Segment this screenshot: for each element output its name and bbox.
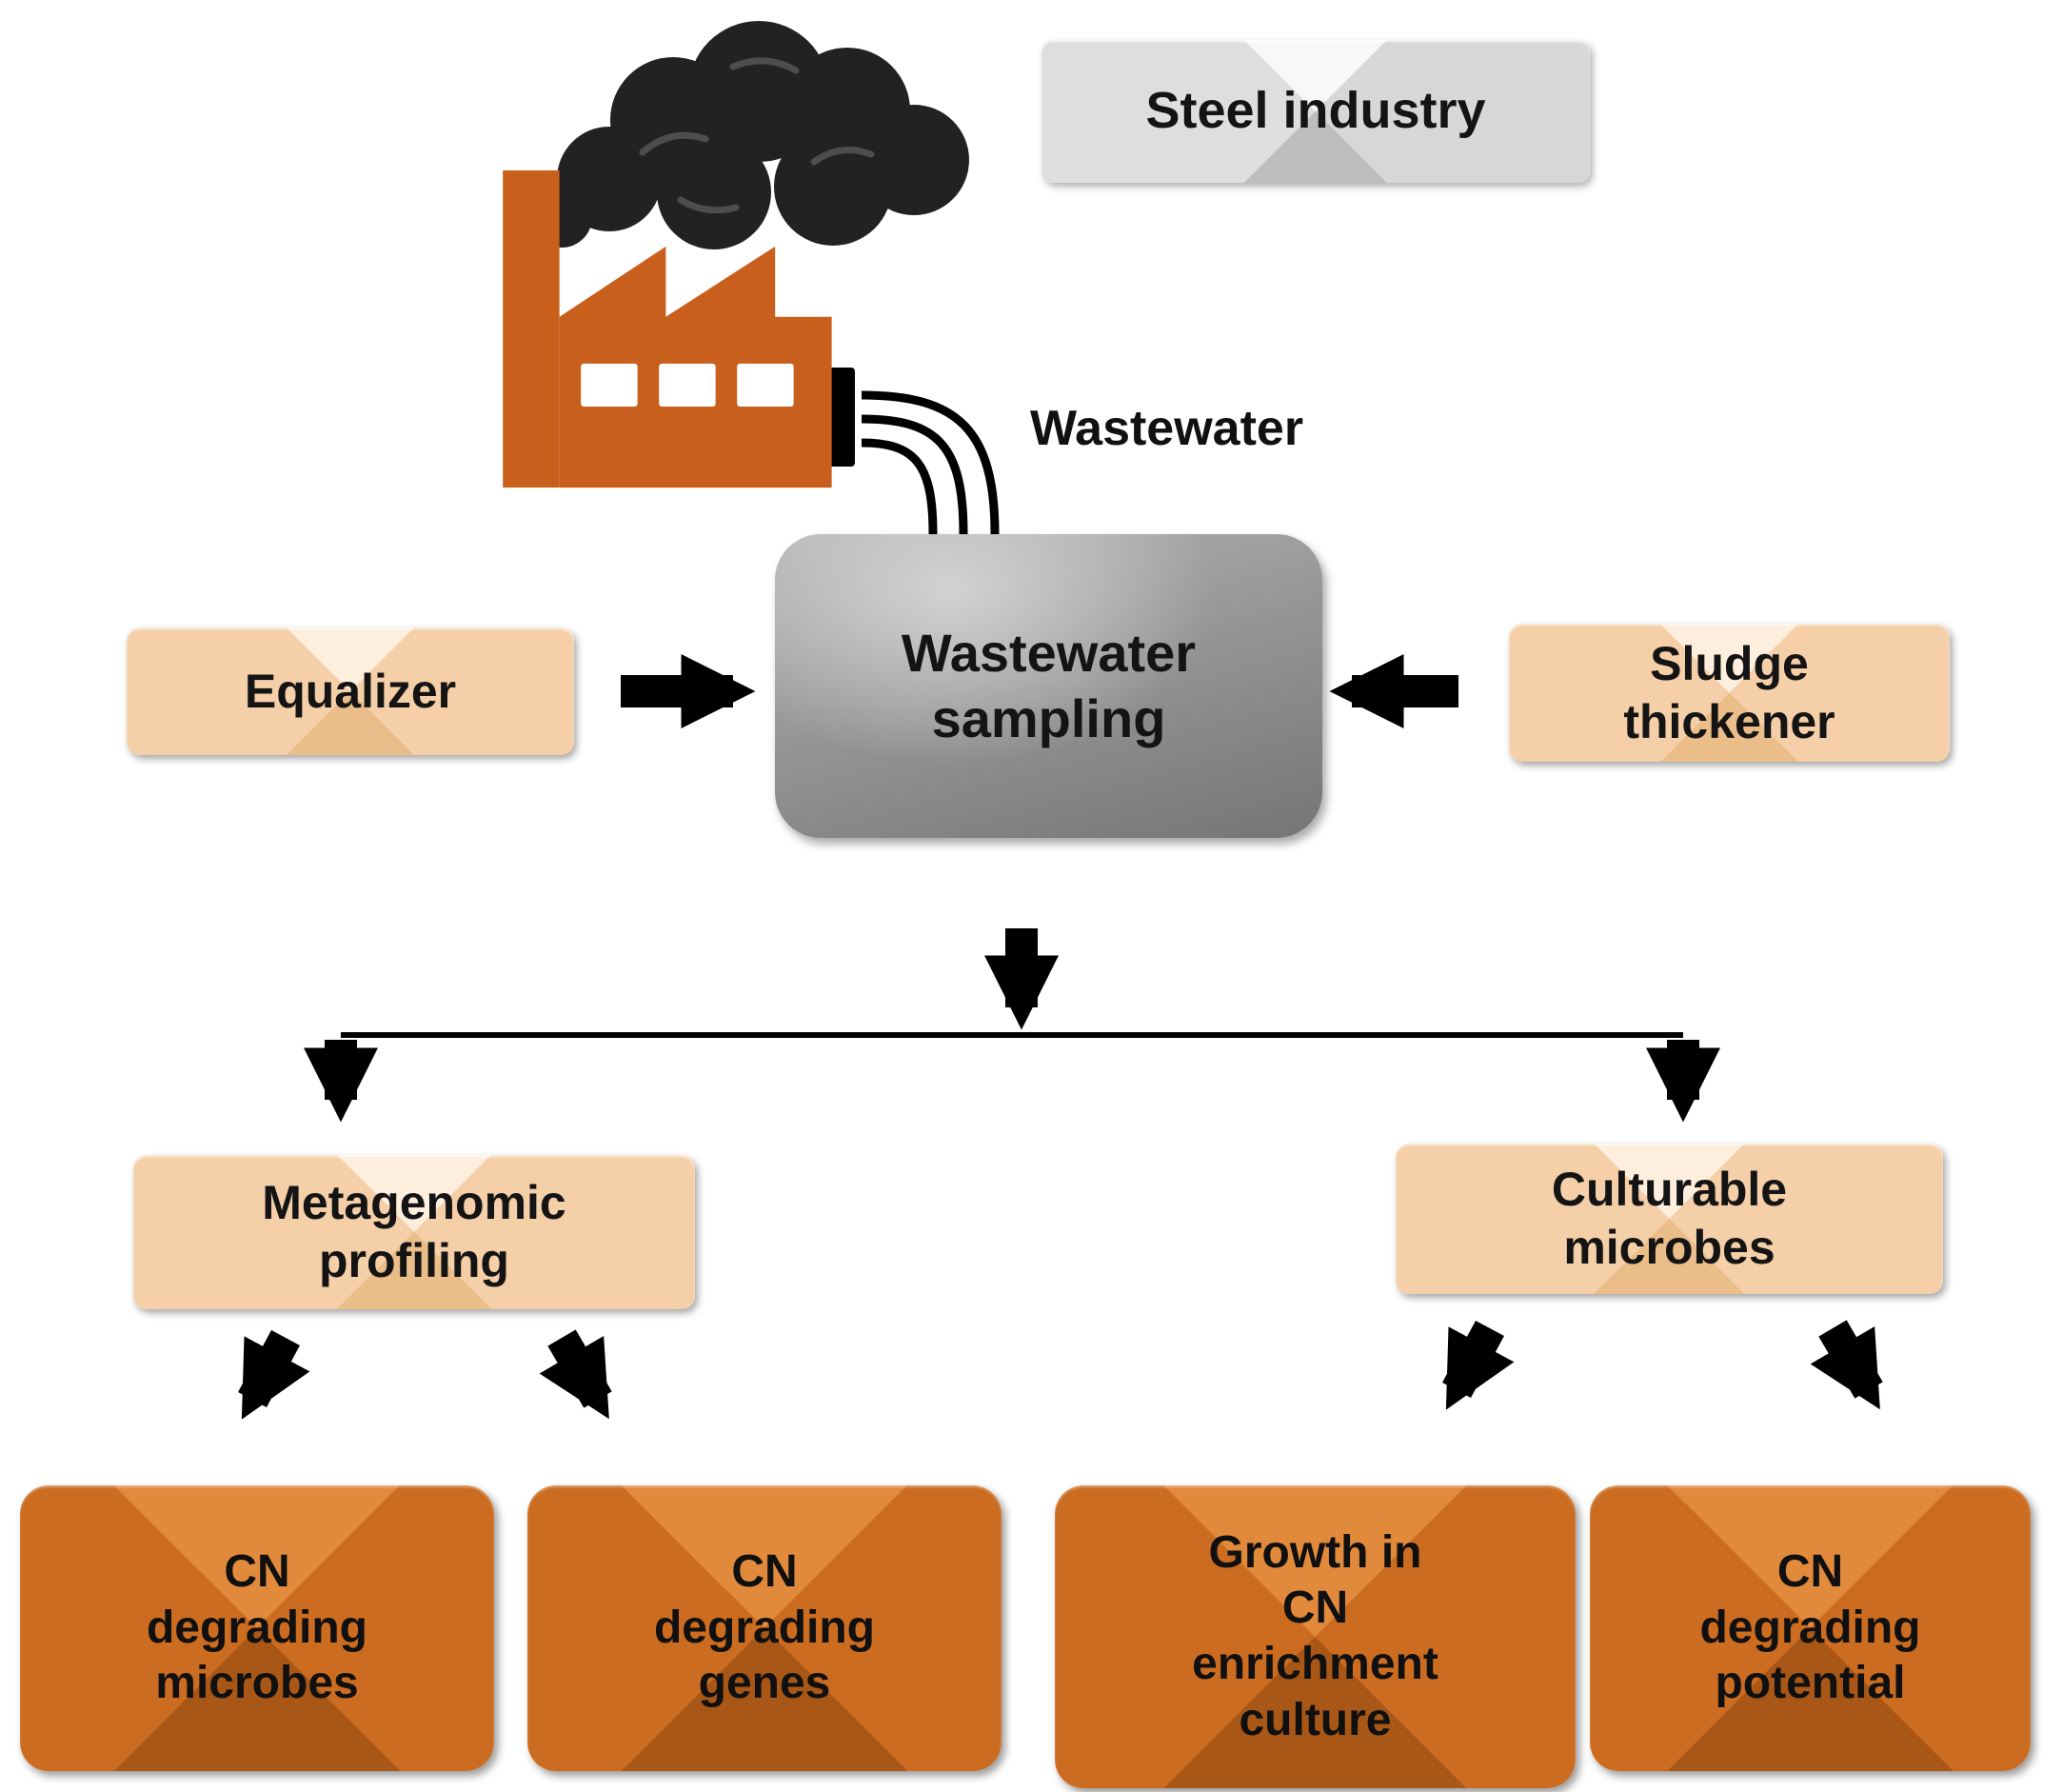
arrow-culturable-to-growth	[1442, 1320, 1515, 1410]
metagenomic-profiling-label: Metagenomic profiling	[262, 1176, 566, 1287]
smoke-cloud-icon	[519, 10, 976, 259]
cn-degrading-genes-box: CN degrading genes	[527, 1485, 1002, 1771]
arrow-metagenomic-to-microbes	[238, 1329, 310, 1420]
sludge-thickener-box: Sludge thickener	[1509, 624, 1950, 762]
growth-enrichment-culture-label: Growth in CN enrichment culture	[1192, 1526, 1438, 1745]
cn-degrading-genes-label: CN degrading genes	[653, 1546, 875, 1709]
wastewater-sampling-label: Wastewater sampling	[901, 623, 1197, 748]
sludge-thickener-label: Sludge thickener	[1623, 636, 1835, 748]
cn-degrading-potential-label: CN degrading potential	[1699, 1546, 1921, 1709]
metagenomic-profiling-box: Metagenomic profiling	[133, 1155, 695, 1309]
cn-degrading-potential-box: CN degrading potential	[1590, 1485, 2031, 1771]
equalizer-label: Equalizer	[244, 664, 457, 718]
arrow-metagenomic-to-genes	[539, 1329, 612, 1420]
cn-degrading-microbes-box: CN degrading microbes	[20, 1485, 494, 1771]
wastewater-label: Wastewater	[1030, 401, 1304, 456]
steel-industry-label: Steel industry	[1145, 82, 1486, 140]
culturable-microbes-label: Culturable microbes	[1551, 1163, 1788, 1274]
arrow-culturable-to-potential	[1810, 1320, 1883, 1410]
steel-industry-box: Steel industry	[1041, 40, 1590, 183]
factory-icon	[495, 169, 885, 488]
wastewater-sampling-box: Wastewater sampling	[775, 534, 1322, 838]
cn-degrading-microbes-label: CN degrading microbes	[146, 1546, 367, 1709]
growth-enrichment-culture-box: Growth in CN enrichment culture	[1055, 1485, 1576, 1788]
culturable-microbes-box: Culturable microbes	[1396, 1144, 1943, 1294]
equalizer-box: Equalizer	[127, 627, 574, 755]
